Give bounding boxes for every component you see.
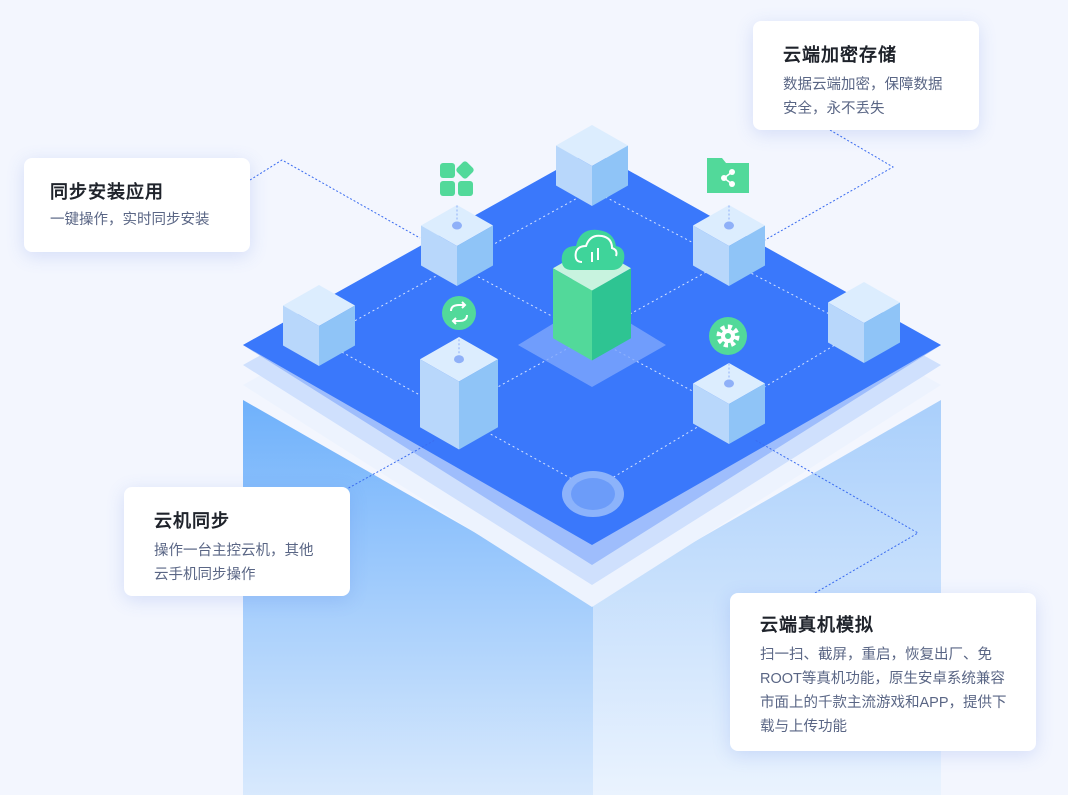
card-desc: 数据云端加密，保障数据安全，永不丢失	[783, 77, 943, 117]
gear-icon	[709, 317, 747, 355]
feature-card-encrypted-storage: 云端加密存储 数据云端加密，保障数据安全，永不丢失	[753, 21, 979, 130]
cube	[421, 205, 493, 287]
cube	[283, 285, 355, 367]
apps-icon	[440, 161, 474, 196]
feature-card-sync-install: 同步安装应用 一键操作，实时同步安装	[24, 158, 250, 252]
sync-icon	[442, 296, 476, 330]
card-title: 云机同步	[154, 511, 230, 531]
cloud-icon	[561, 229, 625, 270]
feature-card-device-emulation: 云端真机模拟 扫一扫、截屏，重启，恢复出厂、免ROOT等真机功能，原生安卓系统兼…	[730, 593, 1036, 751]
card-desc: 操作一台主控云机，其他云手机同步操作	[154, 543, 314, 583]
connector-lines	[249, 129, 920, 594]
share-folder-icon	[707, 158, 749, 193]
cube	[420, 337, 498, 450]
cube	[693, 205, 765, 287]
cube	[556, 125, 628, 207]
cube	[828, 282, 900, 364]
feature-card-cloud-sync: 云机同步 操作一台主控云机，其他云手机同步操作	[124, 487, 350, 596]
card-desc: 一键操作，实时同步安装	[50, 212, 210, 228]
card-title: 云端真机模拟	[760, 615, 874, 635]
card-title: 同步安装应用	[50, 182, 164, 202]
card-title: 云端加密存储	[783, 45, 897, 65]
card-desc: 扫一扫、截屏，重启，恢复出厂、免ROOT等真机功能，原生安卓系统兼容市面上的千款…	[760, 647, 1007, 735]
cube	[693, 363, 765, 445]
